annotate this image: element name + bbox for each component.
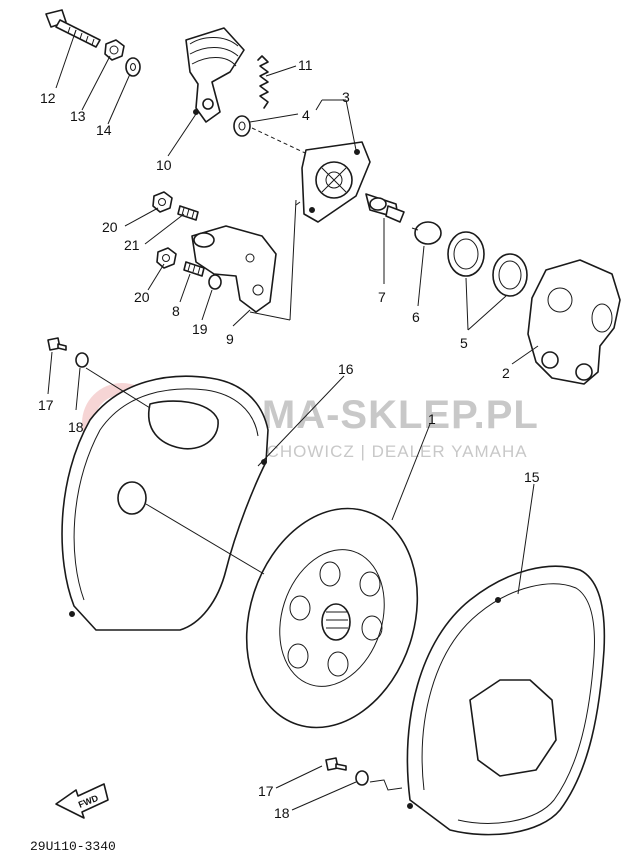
callout-10: 10 <box>156 157 172 173</box>
part-13-nut <box>104 39 125 61</box>
part-5-pistons <box>447 231 528 297</box>
callout-6: 6 <box>412 309 420 325</box>
part-2-caliper-housing <box>527 259 621 385</box>
callout-8: 8 <box>172 303 180 319</box>
part-12-bolt <box>45 9 101 48</box>
callout-14: 14 <box>96 122 112 138</box>
callout-16: 16 <box>338 361 354 377</box>
part-11-spring <box>257 55 269 109</box>
diagram-code: 29U110-3340 <box>30 839 116 854</box>
callout-15: 15 <box>524 469 540 485</box>
part-18-washer-bottom <box>355 770 369 786</box>
callout-12: 12 <box>40 90 56 106</box>
callout-17-bottom: 17 <box>258 783 274 799</box>
part-1-brake-disc <box>245 507 419 729</box>
part-4-seal <box>233 115 251 137</box>
callout-17-top: 17 <box>38 397 54 413</box>
part-19-washer <box>208 274 222 290</box>
callout-21: 21 <box>124 237 140 253</box>
callout-1: 1 <box>428 411 436 427</box>
part-18-washer-top <box>75 352 89 368</box>
part-20-nut-lower <box>156 247 177 269</box>
part-17-bolt-bottom <box>325 757 347 771</box>
callout-3: 3 <box>342 89 350 105</box>
fwd-arrow: FWD <box>55 783 109 819</box>
part-10-brake-lever <box>185 27 245 123</box>
part-6-cap <box>411 221 442 245</box>
guide-line-18-15 <box>369 779 403 791</box>
callout-13: 13 <box>70 108 86 124</box>
guide-line-18-16 <box>85 367 151 409</box>
callout-18-bottom: 18 <box>274 805 290 821</box>
callout-5: 5 <box>460 335 468 351</box>
callout-20-top: 20 <box>102 219 118 235</box>
part-8-bolt <box>183 261 205 277</box>
guide-line-16-1 <box>145 503 265 575</box>
leader-lines <box>47 29 539 811</box>
part-3-caliper-body <box>301 141 371 223</box>
part-14-washer <box>125 57 141 77</box>
part-15-backing-plate <box>406 565 606 836</box>
part-17-bolt-top <box>47 337 67 351</box>
callout-2: 2 <box>502 365 510 381</box>
callout-labels: 12 13 14 10 11 3 4 20 21 20 8 19 9 7 6 5… <box>38 57 540 821</box>
callout-19: 19 <box>192 321 208 337</box>
callout-20-lower: 20 <box>134 289 150 305</box>
part-9-bracket <box>191 225 277 313</box>
callout-18-top: 18 <box>68 419 84 435</box>
callout-11: 11 <box>298 57 313 73</box>
part-21-bolt <box>177 205 199 221</box>
callout-7: 7 <box>378 289 386 305</box>
callout-4: 4 <box>302 107 310 123</box>
group-line-9 <box>249 199 297 321</box>
watermark-subtitle: WOJ. SCHOWICZ | DEALER YAMAHA <box>202 442 528 461</box>
part-7-pin <box>365 193 405 223</box>
callout-9: 9 <box>226 331 234 347</box>
part-20-nut-top <box>152 191 173 213</box>
part-16-brake-cover <box>61 375 269 631</box>
